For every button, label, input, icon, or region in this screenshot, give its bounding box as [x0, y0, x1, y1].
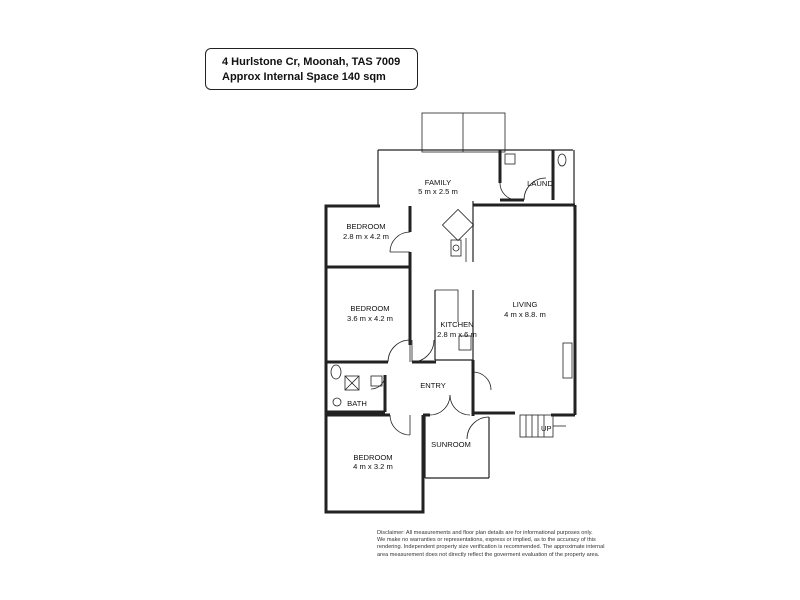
room-name: BEDROOM	[350, 304, 389, 313]
room-name: FAMILY	[425, 178, 451, 187]
disclaimer: Disclaimer: All measurements and floor p…	[377, 530, 609, 559]
room-bedroom-2: BEDROOM 3.6 m x 4.2 m	[347, 304, 393, 323]
room-living: LIVING 4 m x 8.8. m	[504, 300, 546, 319]
room-kitchen: KITCHEN 2.8 m x 6 m	[437, 320, 477, 339]
room-size: 2.8 m x 6 m	[437, 330, 477, 339]
room-name: ENTRY	[420, 381, 446, 390]
thick-walls	[324, 150, 577, 514]
room-size: 5 m x 2.5 m	[418, 187, 458, 196]
fixtures	[330, 153, 573, 407]
room-family: FAMILY 5 m x 2.5 m	[418, 178, 458, 196]
address-box: 4 Hurlstone Cr, Moonah, TAS 7009 Approx …	[205, 48, 418, 90]
room-size: 4 m x 8.8. m	[504, 310, 546, 319]
room-bath: BATH	[347, 399, 367, 408]
room-sunroom: SUNROOM	[431, 440, 471, 449]
area-text: Approx Internal Space 140 sqm	[222, 71, 386, 83]
room-laund: LAUND	[527, 179, 553, 188]
deck-outline	[421, 112, 506, 153]
disclaimer-line: rendering. Independent property size ver…	[377, 544, 605, 551]
room-name: BEDROOM	[353, 453, 392, 462]
room-entry: ENTRY	[420, 381, 446, 390]
address-text: 4 Hurlstone Cr, Moonah, TAS 7009	[222, 56, 401, 68]
room-bedroom-1: BEDROOM 2.8 m x 4.2 m	[343, 222, 389, 241]
room-name: BEDROOM	[346, 222, 385, 231]
room-size: 3.6 m x 4.2 m	[347, 314, 393, 323]
room-name: BATH	[347, 399, 367, 408]
disclaimer-line: Disclaimer: All measurements and floor p…	[377, 530, 593, 536]
stairs	[519, 414, 566, 438]
room-name: KITCHEN	[440, 320, 473, 329]
disclaimer-line: We make no warranties or representations…	[377, 537, 596, 544]
room-name: LAUND	[527, 179, 553, 188]
room-size: 2.8 m x 4.2 m	[343, 232, 389, 241]
door-swings	[370, 177, 547, 440]
room-name: LIVING	[513, 300, 538, 309]
room-bedroom-3: BEDROOM 4 m x 3.2 m	[353, 453, 393, 471]
room-name: SUNROOM	[431, 440, 471, 449]
disclaimer-line: area measurement does not directly refle…	[377, 551, 600, 558]
stair-up-label: UP	[541, 424, 552, 433]
room-size: 4 m x 3.2 m	[353, 462, 393, 471]
